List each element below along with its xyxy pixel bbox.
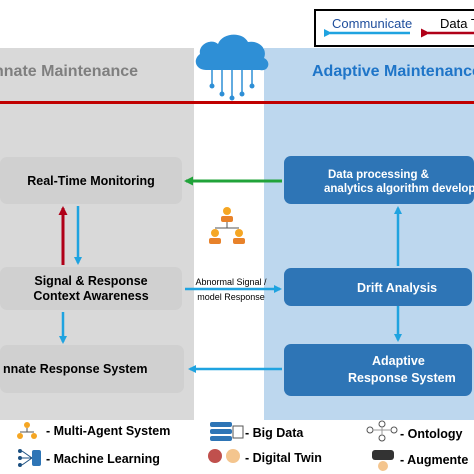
adaptive-title-text: Adaptive Maintenance [312,63,474,80]
abnormal-signal-line1: Abnormal Signal / [195,277,267,287]
adaptive-response-system-box: Adaptive Response System [284,344,472,396]
legend-ontology: - Ontology [400,427,463,441]
context-awareness-line2: Context Awareness [33,288,149,303]
legend-multi-agent: - Multi-Agent System [46,424,171,438]
innate-response-system-label: nnate Response System [3,362,148,376]
multi-agent-icon [209,207,245,244]
ontology-legend-icon [366,420,398,442]
digital-twin-legend-icon [208,449,240,463]
data-processing-line2: analytics algorithm develop [324,183,474,195]
data-processing-box: Data processing & analytics algorithm de… [284,156,474,204]
augmented-reality-legend-icon [372,450,394,471]
abnormal-signal-label: Abnormal Signal / model Response [190,277,272,303]
adaptive-maintenance-title: Adaptive Maintenance [264,58,474,86]
adaptive-response-line2: Response System [348,371,456,385]
legend-augmented-reality: - Augmente [400,453,469,467]
data-processing-line1: Data processing & [328,169,429,181]
arrow-legend: Communicate Data T [314,9,474,47]
drift-analysis-box: Drift Analysis [284,268,472,306]
drift-analysis-label: Drift Analysis [357,281,438,295]
abnormal-signal-line2: model Response [197,292,265,302]
divider-red-line [0,101,474,104]
innate-title-text: nnate Maintenance [0,63,139,80]
context-awareness-line1: Signal & Response [34,273,148,288]
machine-learning-legend-icon [18,449,41,467]
adaptive-response-line1: Adaptive [372,354,425,368]
big-data-legend-icon [210,422,244,441]
innate-response-system-box: nnate Response System [0,345,184,393]
multi-agent-legend-icon [17,422,37,439]
context-awareness-box: Signal & Response Context Awareness [0,267,182,310]
data-legend-label: Data T [440,16,474,31]
communicate-legend-label: Communicate [332,16,413,31]
legend-machine-learning: - Machine Learning [46,452,160,466]
real-time-monitoring-box: Real-Time Monitoring [0,157,182,204]
legend-big-data: - Big Data [245,426,304,440]
cloud-icon [195,34,269,101]
legend-digital-twin: - Digital Twin [245,451,322,465]
real-time-monitoring-label: Real-Time Monitoring [27,173,155,188]
innate-maintenance-title: nnate Maintenance [0,58,194,86]
